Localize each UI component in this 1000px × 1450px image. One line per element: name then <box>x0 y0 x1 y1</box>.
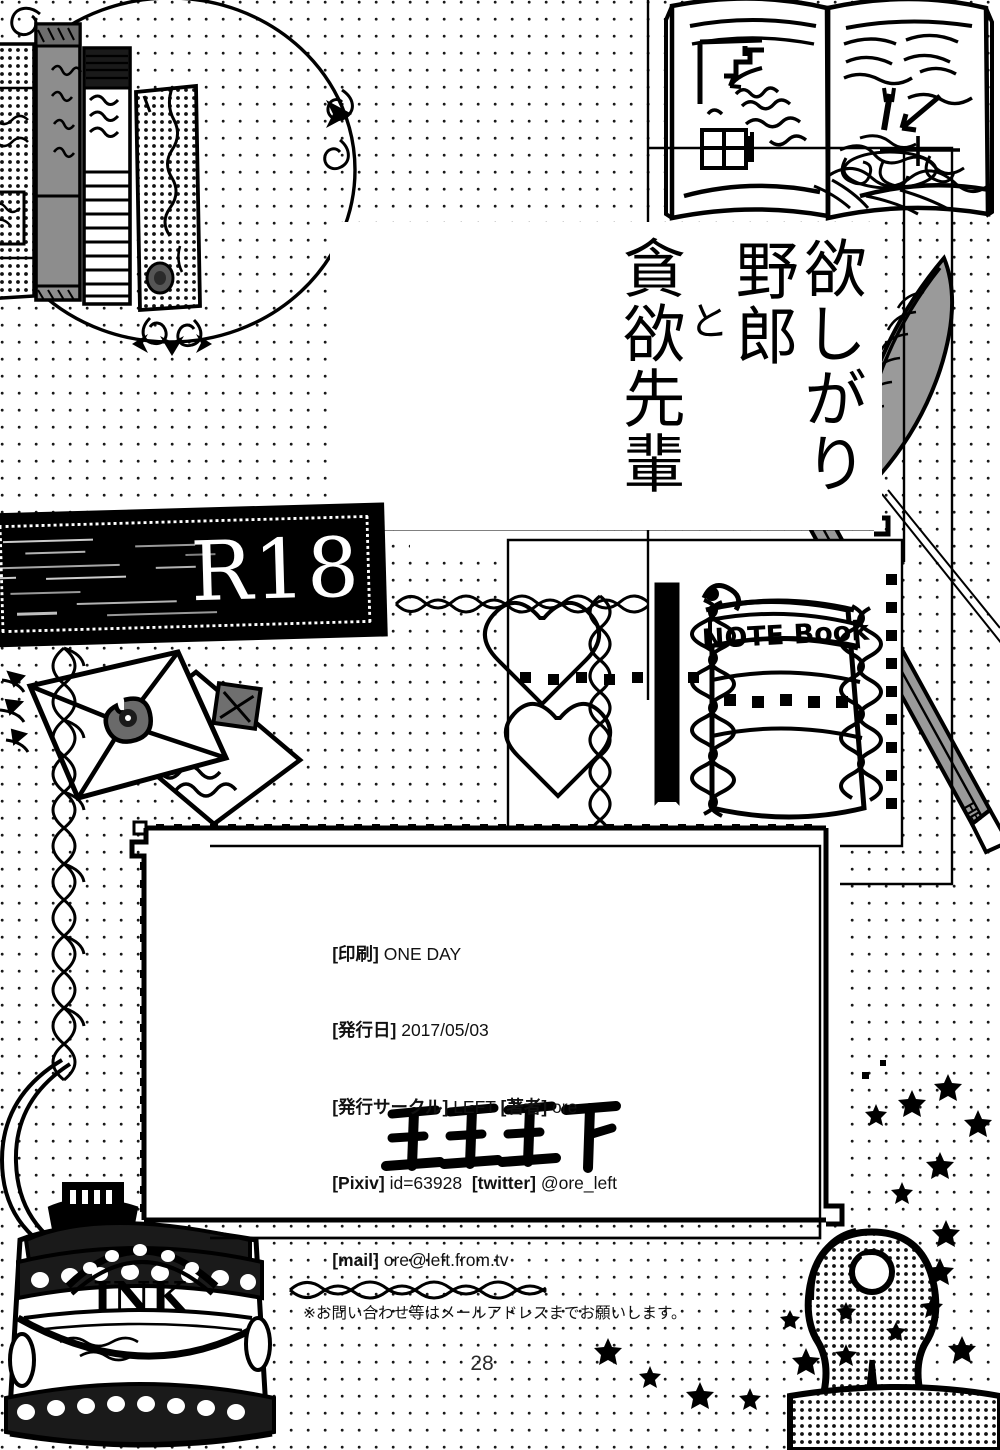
colophon-value-twitter: @ore_left <box>535 1173 617 1193</box>
colophon-label-pixiv: [Pixiv] <box>332 1173 385 1193</box>
colophon-label-circle: [発行サークル] <box>332 1096 449 1117</box>
stars-decoration <box>594 1074 992 1410</box>
colophon-label-mail: [mail] <box>332 1249 379 1270</box>
notebook-ribbon <box>839 604 883 802</box>
decorative-vine-chain-horizontal <box>289 594 649 1300</box>
colophon-label-twitter: [twitter] <box>471 1173 536 1193</box>
keyhole-illustration <box>787 1228 1000 1450</box>
title-panel <box>330 222 882 530</box>
tally-marks <box>381 1101 621 1173</box>
books-stack-illustration <box>0 22 202 313</box>
title-column-4: 貪欲先輩 <box>612 236 686 496</box>
notebook-illustration: NOTE Book <box>654 582 883 820</box>
colophon-label-print: [印刷] <box>332 943 379 964</box>
mid-white-panel-2 <box>410 530 590 550</box>
colophon-label-author: [著者] <box>500 1096 548 1117</box>
title-column-3: と <box>682 300 729 342</box>
notebook-spiral <box>690 598 736 818</box>
book-title: 欲しがり 野郎 と 貪欲先輩 <box>352 236 867 518</box>
title-column-1: 欲しがり <box>794 236 867 496</box>
colophon-note: ※お問い合わせ等はメールアドレスまでお願いします。 <box>303 1304 687 1322</box>
colophon-value-pixiv: id=63928 <box>384 1173 472 1193</box>
colophon-value-circle: LEFT <box>448 1096 501 1117</box>
colophon-value-author: ore <box>547 1096 578 1117</box>
oval-ornament-frame <box>0 0 357 356</box>
colophon-text-block: [印刷] ONE DAY [発行日] 2017/05/03 [発行サークル] L… <box>303 916 773 1326</box>
page-number: 28 <box>470 1352 494 1375</box>
title-column-2: 野郎 <box>725 238 799 368</box>
decorative-vine-chain <box>51 646 86 1082</box>
colophon-value-mail: ore@left.from.tv <box>378 1249 509 1270</box>
colophon-line-print: [印刷] ONE DAY <box>303 916 773 993</box>
scatter-dots <box>862 1060 886 1079</box>
colophon-white-panel <box>150 828 840 1218</box>
colophon-line-circle: [発行サークル] LEFT [著者] ore <box>303 1069 773 1146</box>
colophon-value-print: ONE DAY <box>378 943 462 964</box>
ink-bottle-illustration: INK <box>3 1182 276 1448</box>
colophon-label-date: [発行日] <box>332 1020 397 1040</box>
colophon-line-date: [発行日] 2017/05/03 <box>303 993 773 1070</box>
colophon-line-pixiv: [Pixiv] id=63928 [twitter] @ore_left <box>303 1146 773 1223</box>
braided-cord <box>588 594 612 854</box>
colophon-line-mail: [mail] ore@left.from.tv <box>303 1222 773 1299</box>
colophon-value-date: 2017/05/03 <box>396 1020 489 1040</box>
pen-stroke-lines <box>881 489 1000 644</box>
envelope-with-wax-seal-illustration <box>0 649 230 801</box>
open-book-illustration <box>664 0 994 221</box>
ink-bottle-label: INK <box>93 1273 189 1322</box>
